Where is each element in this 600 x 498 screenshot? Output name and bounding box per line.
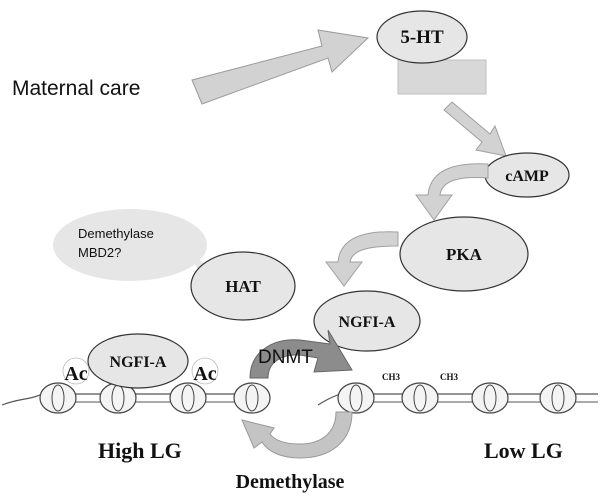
pka-to-ngfia-arrow — [325, 231, 399, 287]
nucleosome — [401, 382, 439, 414]
hat-label: HAT — [225, 277, 261, 296]
nucleosome — [233, 382, 271, 414]
methyl-label-right: CH3 — [440, 372, 459, 382]
nucleosome — [539, 382, 577, 414]
demethylase-bottom-label: Demethylase — [236, 471, 345, 493]
dna-strand-left — [1, 382, 271, 414]
maternal-care-label: Maternal care — [12, 77, 140, 100]
camp-to-pka-arrow — [415, 163, 489, 221]
nucleosome — [337, 382, 375, 414]
pka-node — [399, 216, 529, 292]
demethylase-bubble-line1: Demethylase — [78, 226, 154, 241]
high-lg-label: High LG — [98, 438, 182, 463]
serotonin-node — [376, 10, 468, 64]
serotonin-to-camp-arrow — [443, 101, 507, 157]
ngfia-bound-label: NGFI-A — [110, 354, 167, 371]
acetyl-label-left: Ac — [64, 363, 87, 385]
hat-node — [190, 251, 296, 321]
methyl-label-left: CH3 — [382, 372, 401, 382]
demethylase-bubble-line2: MBD2? — [78, 245, 121, 260]
serotonin-label: 5-HT — [400, 27, 444, 48]
low-lg-label: Low LG — [484, 438, 563, 463]
camp-label: cAMP — [505, 168, 549, 185]
ngfia-bound-node — [87, 333, 189, 389]
demethylase-arrow — [241, 411, 353, 459]
nucleosome — [471, 382, 509, 414]
ngfia-upper-label: NGFI-A — [339, 314, 396, 331]
acetyl-mark-left — [62, 357, 90, 385]
acetyl-label-right: Ac — [193, 363, 216, 385]
nucleosome — [39, 382, 77, 414]
dnmt-label: DNMT — [258, 347, 313, 368]
nucleosome — [169, 382, 207, 414]
pka-label: PKA — [446, 245, 483, 264]
dnmt-arrow — [249, 329, 353, 379]
maternal-care-arrow — [191, 29, 370, 105]
acetyl-mark-right — [191, 357, 219, 385]
serotonin-receptor-box — [397, 59, 487, 95]
demethylase-mbd2-bubble — [53, 209, 207, 281]
ngfia-upper-node — [313, 290, 421, 352]
dna-strand-right — [317, 382, 598, 414]
dna-backbone-left — [1, 393, 270, 406]
